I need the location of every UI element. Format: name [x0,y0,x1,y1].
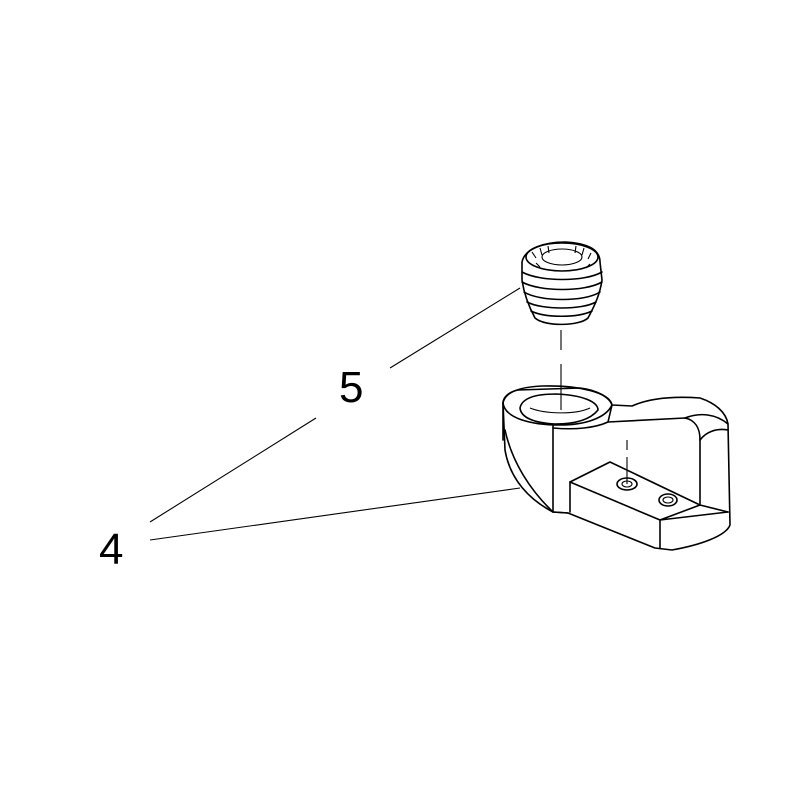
leader-4-upper [149,417,317,523]
leader-lines [149,287,521,541]
grommet-part [521,241,603,326]
callout-5: 5 [339,363,363,412]
bracket-part [502,385,731,551]
leader-4-lower [149,487,521,541]
leader-5 [389,287,521,369]
callout-4: 4 [99,525,123,574]
